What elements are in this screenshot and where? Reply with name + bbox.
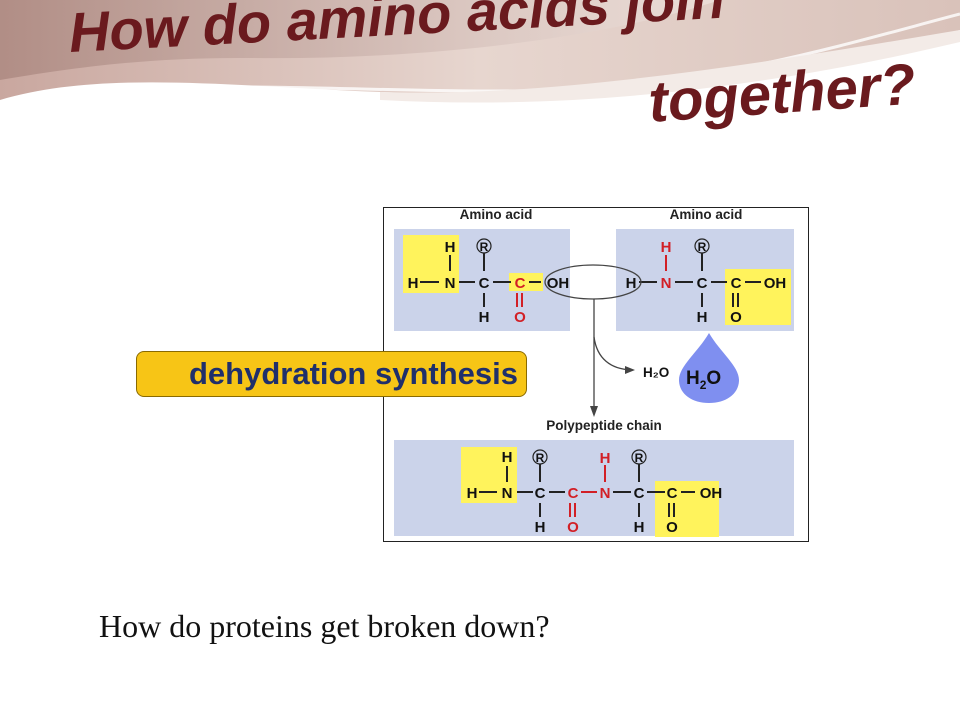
- left-amino-acid-heading: Amino acid: [460, 207, 533, 222]
- left-amino-acid: H R H N C C OH H O: [403, 235, 569, 326]
- swoosh-light: [380, 30, 960, 103]
- polypeptide-panel: [394, 440, 794, 536]
- polypeptide-chain: H R H R H N C C N C C OH H O H O: [461, 447, 722, 537]
- question-text: How do proteins get broken down?: [99, 608, 550, 644]
- atom-h: H: [626, 275, 637, 292]
- r-group: R: [635, 451, 644, 465]
- atom-c: C: [479, 275, 490, 292]
- r-group-circle: [694, 238, 710, 254]
- r-group-circle: [476, 238, 492, 254]
- atom-c: C: [535, 485, 546, 502]
- atom-n: N: [502, 485, 513, 502]
- carboxyl-highlight: [725, 269, 791, 325]
- drop-sub: 2: [699, 377, 707, 392]
- atom-n: N: [445, 275, 456, 292]
- water-out-label: H₂O: [643, 365, 669, 380]
- title-line-2: together?: [646, 51, 917, 134]
- removed-water-ellipse: [544, 264, 642, 300]
- right-amino-acid-heading: Amino acid: [670, 207, 743, 222]
- drop-h: H: [686, 368, 700, 389]
- drop-o: O: [706, 368, 722, 389]
- atom-h-red: H: [661, 239, 672, 256]
- r-group: R: [480, 240, 489, 254]
- atom-o: O: [666, 519, 678, 536]
- atom-c: C: [731, 275, 742, 292]
- atom-h: H: [697, 309, 708, 326]
- atom-n-red: N: [600, 485, 611, 502]
- r-group-circle: [532, 449, 548, 465]
- atom-c-red: C: [568, 485, 579, 502]
- atom-h: H: [467, 485, 478, 502]
- atom-h: H: [445, 239, 456, 256]
- water-drop-icon: [679, 333, 739, 403]
- atom-h: H: [408, 275, 419, 292]
- atom-c: C: [697, 275, 708, 292]
- carboxyl-highlight: [509, 273, 543, 291]
- swoosh-mid: [0, 0, 720, 80]
- atom-h: H: [634, 519, 645, 536]
- r-group: R: [536, 451, 545, 465]
- atom-h: H: [535, 519, 546, 536]
- atom-oh: OH: [700, 485, 723, 502]
- handwritten-title: How do amino acids join together?: [67, 0, 917, 135]
- atom-h: H: [479, 309, 490, 326]
- polypeptide-heading: Polypeptide chain: [546, 418, 662, 433]
- dehydration-synthesis-badge: dehydration synthesis: [136, 351, 527, 397]
- atom-oh: OH: [547, 275, 570, 292]
- atom-h-red: H: [600, 450, 611, 467]
- atom-o: O: [730, 309, 742, 326]
- r-group-circle: [631, 449, 647, 465]
- atom-c-red: C: [515, 275, 526, 292]
- carboxyl-highlight: [655, 481, 719, 537]
- atom-oh: OH: [764, 275, 787, 292]
- title-line-1: How do amino acids join: [67, 0, 726, 64]
- atom-c: C: [634, 485, 645, 502]
- water-drop-label: H2O: [686, 368, 721, 392]
- r-group: R: [698, 240, 707, 254]
- atom-c: C: [667, 485, 678, 502]
- atom-h: H: [502, 449, 513, 466]
- right-amino-acid: H R H N C C OH H O: [626, 238, 791, 326]
- atom-o-red: O: [514, 309, 526, 326]
- atom-n-red: N: [661, 275, 672, 292]
- atom-o-red: O: [567, 519, 579, 536]
